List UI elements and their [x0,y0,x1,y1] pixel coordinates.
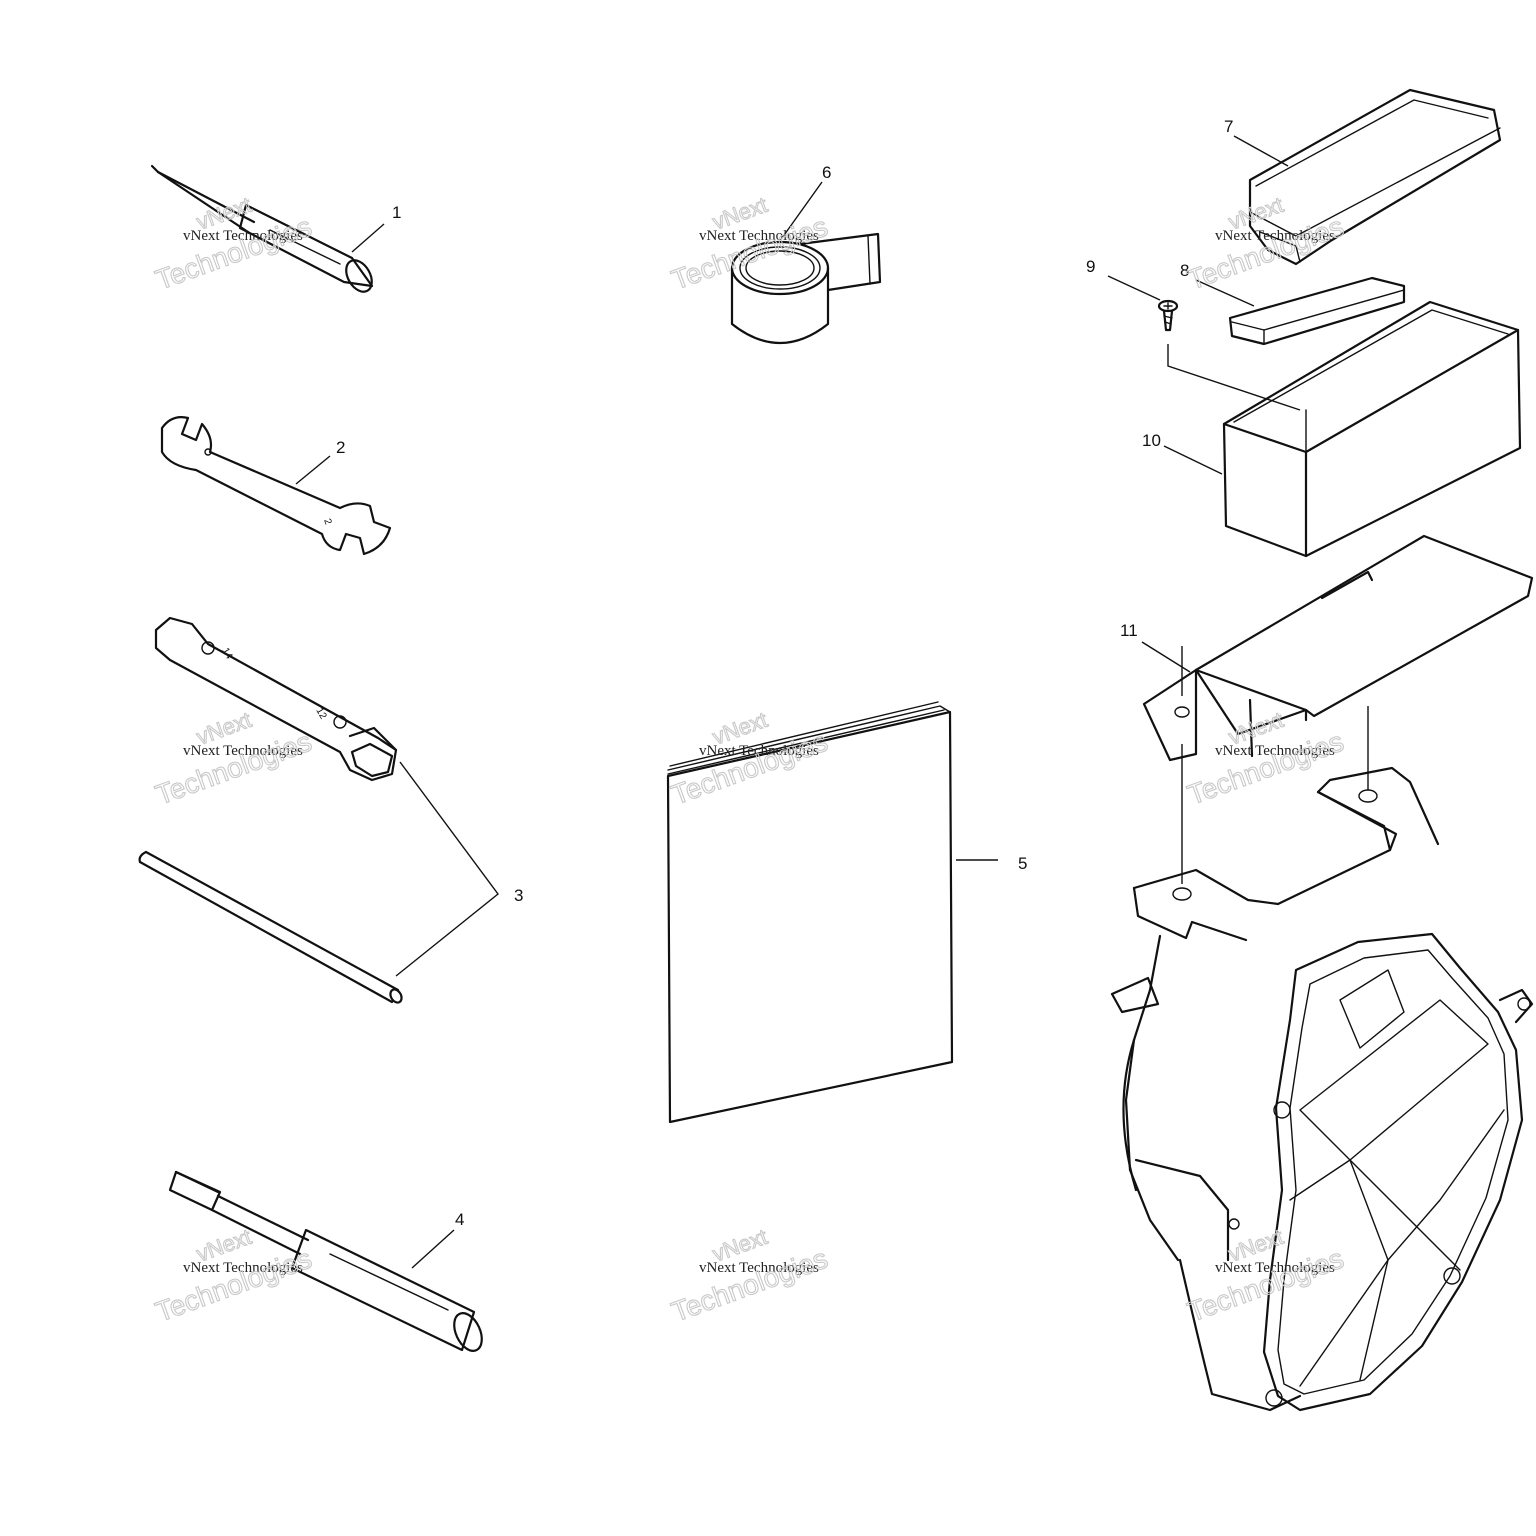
bracket-part-11 [1142,534,1534,762]
callout-1: 1 [392,203,401,222]
svg-text:vNext Technologies: vNext Technologies [183,228,303,244]
callout-9: 9 [1086,257,1095,276]
watermark-9: vNext vNext Technologies Technologies [1183,1223,1348,1328]
screwdriver-part-1 [150,164,374,293]
toolbox-body-part-10 [1222,300,1522,558]
watermark-3: vNext vNext Technologies Technologies [1183,191,1348,296]
svg-text:Technologies: Technologies [1183,1243,1347,1328]
svg-text:Technologies: Technologies [151,1243,315,1328]
size-marking-14: 14 [219,646,234,662]
callout-3: 3 [514,886,523,905]
watermark-4: vNext vNext Technologies Technologies [151,706,316,811]
callout-8: 8 [1180,261,1189,280]
watermark-1: vNext vNext Technologies Technologies [151,191,316,296]
leader-2 [295,455,331,485]
toolbox-lid-part-7 [1248,88,1502,266]
watermark-5: vNext vNext Technologies Technologies [667,706,832,811]
leader-6 [781,181,823,239]
foam-pad-part-8 [1228,276,1406,346]
svg-text:vNext Technologies: vNext Technologies [699,743,819,759]
svg-text:vNext Technologies: vNext Technologies [1215,1260,1335,1276]
svg-text:2: 2 [321,517,333,526]
svg-text:vNext Technologies: vNext Technologies [1215,228,1335,244]
svg-text:vNext Technologies: vNext Technologies [183,1260,303,1276]
callout-7: 7 [1224,117,1233,136]
size-marking-12: 12 [313,706,328,722]
svg-text:Technologies: Technologies [151,726,315,811]
callout-5: 5 [1018,854,1027,873]
leader-11 [1141,641,1191,673]
leader-3 [395,761,499,977]
wrench-part-2: 2 [160,416,392,556]
svg-text:Technologies: Technologies [667,1243,831,1328]
callout-6: 6 [822,163,831,182]
leader-4 [411,1229,455,1269]
svg-text:vNext Technologies: vNext Technologies [1215,743,1335,759]
svg-text:vNext Technologies: vNext Technologies [183,743,303,759]
engine-housing [1110,766,1534,1412]
box-wrench-part-3: 14 12 [154,616,398,782]
watermark-7: vNext vNext Technologies Technologies [151,1223,316,1328]
leader-9 [1107,275,1161,301]
svg-text:Technologies: Technologies [1183,211,1347,296]
screw-alignment-line [1167,344,1301,411]
callout-2: 2 [336,438,345,457]
leader-1 [351,223,385,253]
svg-text:Technologies: Technologies [1183,726,1347,811]
tape-roll-part-6 [730,232,882,344]
leader-7 [1233,135,1289,167]
tommy-bar-part-3 [138,850,403,1004]
svg-text:vNext Technologies: vNext Technologies [699,1260,819,1276]
watermark-8: vNext vNext Technologies Technologies [667,1223,832,1328]
watermark-2: vNext vNext Technologies Technologies [667,191,832,296]
manual-part-5 [666,701,954,1124]
callout-11: 11 [1120,621,1138,640]
callout-10: 10 [1142,431,1161,450]
socket-driver-part-4 [168,1170,483,1352]
screw-part-9 [1157,299,1179,332]
svg-text:vNext Technologies: vNext Technologies [699,228,819,244]
leader-8 [1195,279,1255,307]
leader-10 [1163,445,1223,475]
callout-4: 4 [455,1210,464,1229]
